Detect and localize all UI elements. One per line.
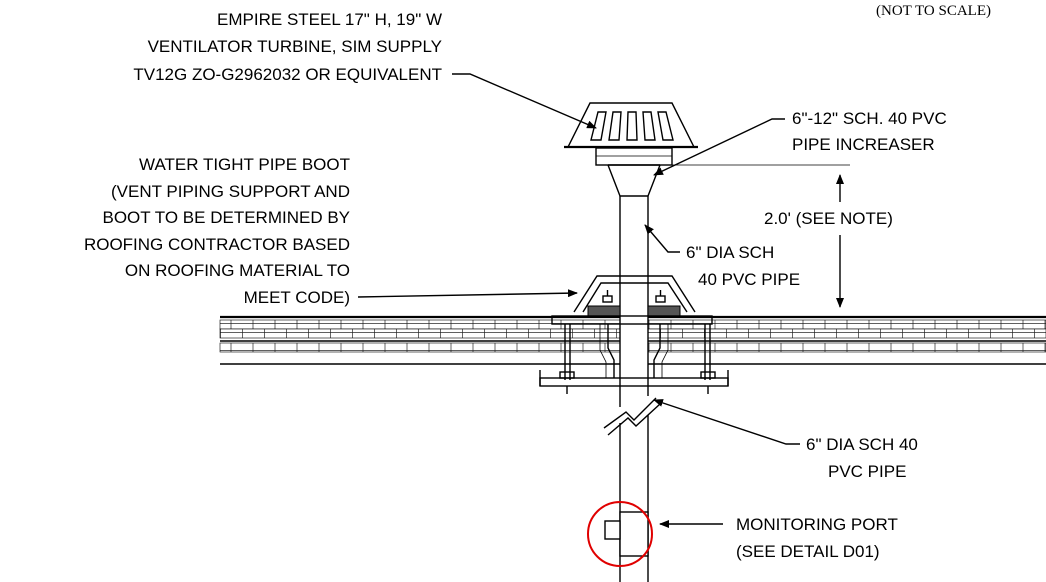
dimension-2ft: [660, 164, 850, 318]
boot-label-1: WATER TIGHT PIPE BOOT: [139, 155, 350, 174]
pipe-support: [539, 324, 729, 394]
pipe-boot: [551, 275, 713, 325]
increaser-label-1: 6"-12" SCH. 40 PVC: [792, 109, 947, 128]
leader-boot: [357, 289, 578, 298]
boot-label-5: ON ROOFING MATERIAL TO: [125, 261, 350, 280]
pipe-upper-label-2: 40 PVC PIPE: [698, 270, 800, 289]
port-label-1: MONITORING PORT: [736, 515, 898, 534]
pipe-increaser: [607, 164, 661, 197]
ventilator-turbine: [564, 102, 698, 166]
increaser-label-2: PIPE INCREASER: [792, 135, 935, 154]
turbine-label-3: TV12G ZO-G2962032 OR EQUIVALENT: [133, 65, 442, 84]
pipe-break-symbol: [603, 397, 657, 429]
boot-label-4: ROOFING CONTRACTOR BASED: [84, 235, 350, 254]
boot-label-6: MEET CODE): [244, 288, 350, 307]
leader-turbine: [452, 73, 597, 129]
leader-increaser: [653, 118, 785, 176]
monitoring-port: [587, 501, 653, 567]
scale-note: (NOT TO SCALE): [876, 3, 991, 19]
port-label-2: (SEE DETAIL D01): [736, 542, 880, 561]
highlight-circle: [587, 501, 653, 567]
turbine-label-1: EMPIRE STEEL 17" H, 19" W: [217, 10, 442, 29]
pipe-lower-label-1: 6" DIA SCH 40: [806, 435, 918, 454]
boot-label-3: BOOT TO BE DETERMINED BY: [103, 208, 351, 227]
pipe-lower-label-2: PVC PIPE: [828, 462, 906, 481]
turbine-label-2: VENTILATOR TURBINE, SIM SUPPLY: [148, 37, 442, 56]
leader-pipe-upper: [644, 224, 680, 253]
leader-pipe-lower: [653, 399, 800, 445]
dimension-label: 2.0' (SEE NOTE): [764, 209, 893, 228]
boot-label-2: (VENT PIPING SUPPORT AND: [111, 182, 350, 201]
pipe-upper-label-1: 6" DIA SCH: [686, 243, 774, 262]
